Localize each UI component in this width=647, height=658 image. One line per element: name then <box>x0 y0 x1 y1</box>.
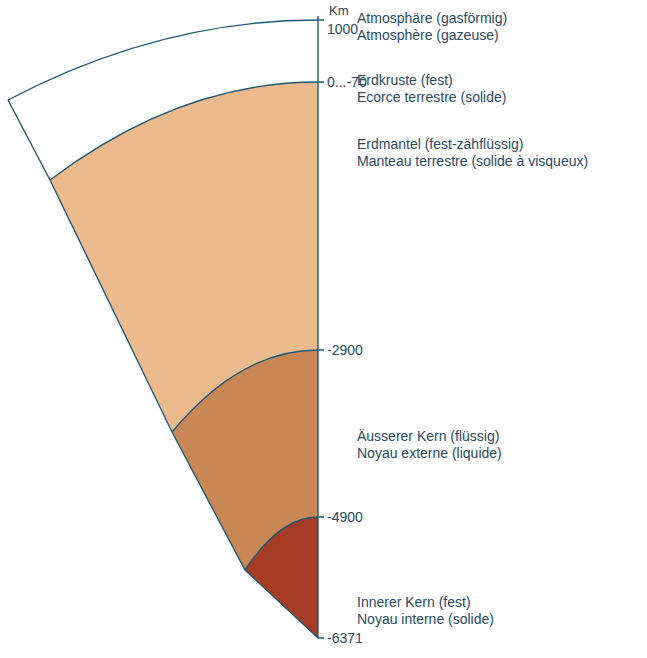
unit-label: Km <box>329 2 349 19</box>
axis-ticks <box>318 20 324 638</box>
inner-core-band <box>245 517 318 638</box>
layer-name: Äusserer Kern (flüssig) <box>357 428 499 445</box>
depth-value: -4900 <box>327 509 363 526</box>
layer-name: Manteau terrestre (solide à visqueux) <box>357 153 637 170</box>
core-arc <box>245 517 318 570</box>
depth-value: -6371 <box>327 630 363 647</box>
crust-arc <box>50 82 318 180</box>
layer-name: Erdkruste (fest) <box>357 72 453 89</box>
depth-axis <box>317 16 318 638</box>
wedge-edge <box>8 100 318 638</box>
mantle-arc <box>172 350 318 432</box>
depth-value: 1000 <box>327 21 358 38</box>
layer-name: Ecorce terrestre (solide) <box>357 89 506 106</box>
layer-name: Innerer Kern (fest) <box>357 594 471 611</box>
layer-name: Erdmantel (fest-zähflüssig) <box>357 136 524 153</box>
layer-name: Noyau interne (solide) <box>357 611 494 628</box>
layer-name: Atmosphère (gazeuse) <box>357 27 499 44</box>
layer-name: Noyau externe (liquide) <box>357 445 502 462</box>
layer-name: Atmosphäre (gasförmig) <box>357 10 507 27</box>
depth-value: -2900 <box>327 342 363 359</box>
atmosphere-arc <box>8 20 318 100</box>
